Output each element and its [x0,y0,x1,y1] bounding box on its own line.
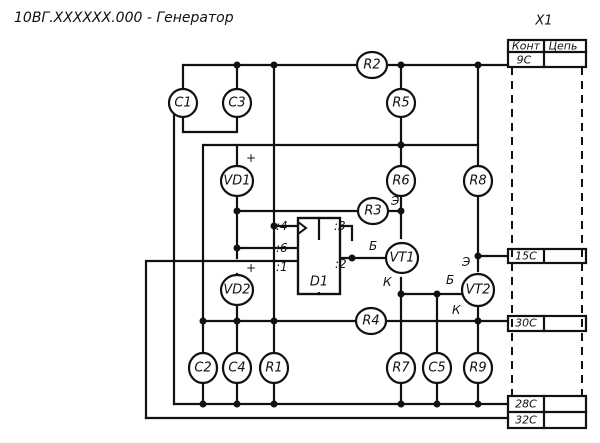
svg-text:VD1: VD1 [223,174,250,189]
contact-9c: 9С [517,54,532,67]
svg-text:C2: C2 [194,361,211,376]
svg-text:C4: C4 [228,361,245,376]
svg-text:R7: R7 [392,361,410,376]
svg-text:R5: R5 [392,96,409,111]
connector-header-kont: Конт [512,40,541,53]
component-vt2: VT2 [460,272,496,308]
component-c2: C2 [187,351,219,385]
svg-text:R9: R9 [469,361,486,376]
drawing-title: 10ВГ.XXXXXX.000 - Генератор [14,10,234,26]
pin-6: :6 [276,241,288,255]
component-d1: D1 [296,216,342,296]
pin-3: :3 [334,219,346,233]
svg-text:R6: R6 [392,174,409,189]
junctions [199,61,482,408]
connector-x1: X1 Конт Цепь 9С 15С 30С 28С 32С [506,14,588,430]
vt2-collector: К [452,303,461,317]
svg-text:C5: C5 [428,361,445,376]
connector-name: X1 [534,14,552,29]
component-vd1: VD1 [219,164,255,198]
component-vd2: VD2 [219,273,255,307]
pin-2: :2 [335,257,347,271]
component-r9: R9 [462,351,494,385]
svg-text:C3: C3 [228,96,245,111]
component-r7: R7 [385,351,417,385]
component-c5: C5 [421,351,453,385]
component-r4: R4 [354,306,388,336]
vt1-emitter: Э [390,194,400,208]
vt2-emitter: Э [461,255,471,269]
component-r5: R5 [385,87,417,119]
svg-text:R4: R4 [362,314,379,329]
vd2-plus: + [246,261,256,275]
vt2-base: Б [446,273,454,287]
component-c1: C1 [167,87,199,119]
svg-text:R3: R3 [364,204,381,219]
pin-1: :1 [276,260,288,274]
connector-header-cep: Цепь [549,40,578,53]
vt1-collector: К [383,275,392,289]
svg-text:R2: R2 [363,58,380,73]
component-c4: C4 [221,351,253,385]
component-vt1: VT1 [384,241,420,275]
svg-text:R8: R8 [469,174,486,189]
svg-text:VT1: VT1 [389,251,414,266]
component-r6: R6 [385,164,417,198]
vt1-base: Б [369,239,377,253]
svg-text:VT2: VT2 [465,283,490,298]
component-r8: R8 [462,164,494,198]
contact-28c: 28С [515,398,537,411]
pin-4: :4 [276,219,288,233]
svg-text:D1: D1 [310,275,328,290]
svg-text:VD2: VD2 [223,283,250,298]
contact-32c: 32С [515,414,537,427]
vd1-plus: + [246,151,256,165]
svg-text:R1: R1 [265,361,282,376]
component-r3: R3 [356,196,390,226]
component-r1: R1 [258,351,290,385]
svg-text:C1: C1 [174,96,191,111]
contact-15c: 15С [515,250,537,263]
component-r2: R2 [355,50,389,80]
contact-30c: 30С [515,317,537,330]
component-c3: C3 [221,87,253,119]
